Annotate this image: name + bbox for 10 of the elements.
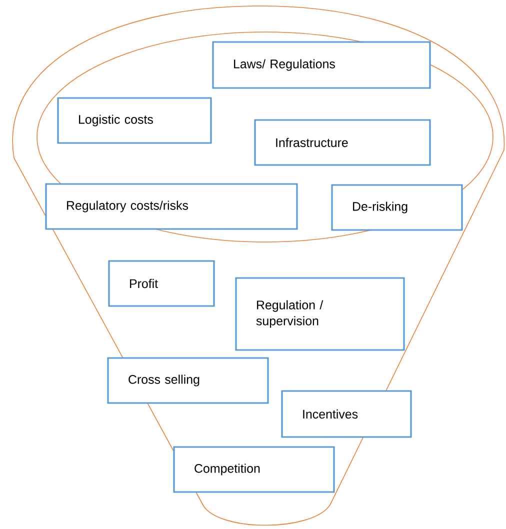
text-box: Competition — [173, 446, 335, 493]
text-box: Infrastructure — [254, 119, 431, 166]
text-box: Incentives — [281, 390, 412, 438]
text-box: Logistic costs — [57, 97, 212, 144]
text-box: Regulatory costs/risks — [45, 183, 298, 230]
text-box: Regulation / supervision — [235, 277, 405, 351]
text-box: Laws/ Regulations — [212, 41, 431, 89]
text-box: Cross selling — [107, 357, 269, 404]
text-box: De-risking — [331, 184, 463, 231]
text-box: Profit — [108, 260, 215, 307]
